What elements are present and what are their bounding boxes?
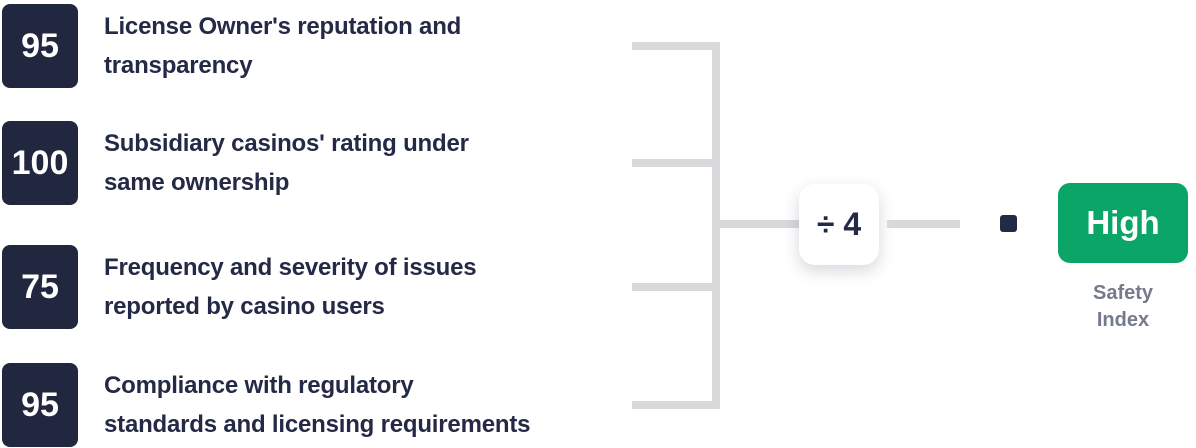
- factor-score: 95: [21, 385, 59, 424]
- connector-to-result: [887, 220, 960, 228]
- divide-operation-label: ÷ 4: [816, 206, 862, 242]
- result-caption: Safety Index: [1043, 280, 1196, 334]
- factor-label-line2: same ownership: [104, 169, 290, 196]
- factor-label: Subsidiary casinos' rating under same ow…: [104, 121, 664, 205]
- divide-operation-box: ÷ 4: [799, 184, 879, 265]
- connector-vertical-bar: [712, 42, 720, 409]
- connector-stub: [632, 159, 712, 167]
- factor-label-line1: Compliance with regulatory: [104, 372, 414, 399]
- factor-label-line1: Subsidiary casinos' rating under: [104, 130, 469, 157]
- equals-icon: [1000, 215, 1017, 232]
- factor-label-line2: standards and licensing requirements: [104, 411, 531, 438]
- factor-label-line1: License Owner's reputation and: [104, 13, 462, 40]
- factor-score-box: 75: [2, 245, 78, 329]
- connector-to-divide-box: [720, 220, 799, 228]
- factor-label: Compliance with regulatory standards and…: [104, 363, 664, 447]
- result-caption-line2: Index: [1096, 309, 1150, 331]
- result-badge: High: [1058, 183, 1188, 263]
- factor-label: Frequency and severity of issues reporte…: [104, 245, 664, 329]
- connector-stub: [632, 401, 712, 409]
- connector-stub: [632, 42, 712, 50]
- factor-score: 95: [21, 26, 59, 65]
- factor-score-box: 95: [2, 363, 78, 447]
- factor-score-box: 95: [2, 4, 78, 88]
- result-badge-label: High: [1086, 204, 1160, 241]
- factor-label-line2: reported by casino users: [104, 293, 385, 320]
- connector-stub: [632, 283, 712, 291]
- factor-score: 75: [21, 267, 59, 306]
- result-caption-line1: Safety: [1092, 282, 1154, 304]
- factor-label-line2: transparency: [104, 52, 253, 79]
- factor-score: 100: [11, 143, 69, 182]
- factor-score-box: 100: [2, 121, 78, 205]
- factor-label: License Owner's reputation and transpare…: [104, 4, 664, 88]
- factor-label-line1: Frequency and severity of issues: [104, 254, 477, 281]
